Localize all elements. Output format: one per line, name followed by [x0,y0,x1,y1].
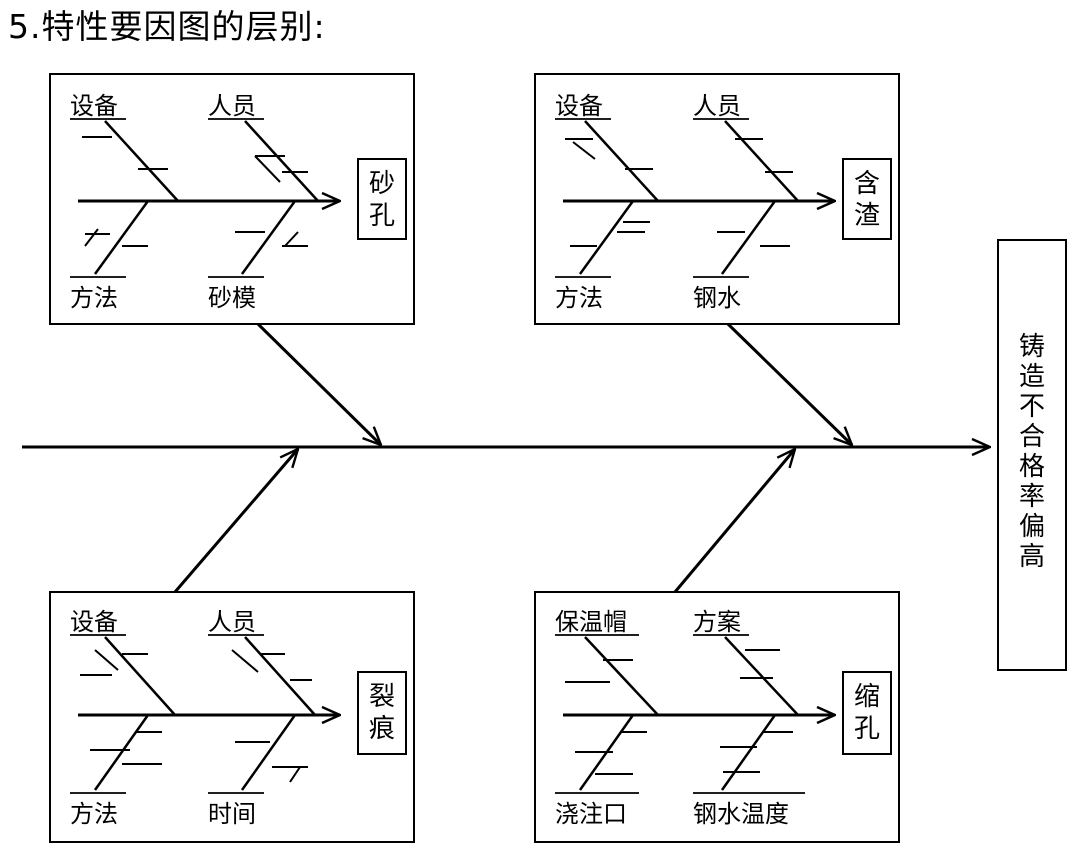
cause-label-bottom-right: 钢水 [693,284,741,312]
bone-bottom-right [720,200,777,275]
main-effect-label: 铸造不合格率偏高 [1019,332,1045,572]
sub-effect-box [842,158,892,240]
twig [84,228,99,247]
sub-effect-label: 含 [854,169,880,199]
sub-effect-label: 孔 [854,714,880,744]
twig [94,649,119,671]
bone-top-left [104,636,176,716]
main-effect-text: 铸造不合格率偏高 [1019,332,1045,572]
twig [284,231,299,247]
sub-diagram-shrinkage: 保温帽 方案 浇注口 钢水温度 缩 孔 [534,591,900,843]
sub-diagram-frame [534,73,900,325]
sub-effect-label: 裂 [369,682,395,712]
sub-effect-label: 缩 [854,682,880,712]
bone-top-right [724,636,799,716]
sub-diagram-sand-hole: 设备 人员 方法 砂模 砂 孔 [49,73,415,325]
bone-top-left [104,120,179,202]
cause-label-bottom-left: 方法 [555,284,603,312]
cause-label-top-right: 方案 [693,608,741,636]
connector-arrow-shrinkage [673,449,795,593]
sub-effect-label: 渣 [854,201,880,231]
sub-diagram-frame [49,73,415,325]
sub-diagram-frame [49,591,415,843]
connector-arrow-slag [726,322,852,445]
cause-label-bottom-right: 钢水温度 [693,800,789,828]
cause-label-top-left: 设备 [70,608,118,636]
main-effect-box [997,239,1067,671]
sub-effect-box [357,158,407,240]
twig [289,766,301,783]
bone-bottom-left [93,200,150,275]
cause-label-bottom-right: 砂模 [208,284,256,312]
sub-effect-label: 砂 [369,169,395,199]
bone-bottom-right [720,714,777,791]
bone-bottom-right [240,714,297,791]
sub-effect-label: 孔 [369,201,395,231]
bone-top-right [724,120,799,202]
bone-bottom-right [240,200,297,275]
sub-effect-box [842,671,892,755]
sub-diagram-frame [534,591,900,843]
sub-diagram-crack: 设备 人员 方法 时间 裂 痕 [49,591,415,843]
cause-label-top-left: 设备 [70,92,118,120]
twig [231,649,259,673]
cause-label-top-right: 人员 [208,92,256,120]
cause-label-top-left: 保温帽 [555,608,627,636]
bone-top-left [584,120,659,202]
sub-effect-label: 痕 [369,714,395,744]
twig [572,141,596,160]
connector-arrow-sand-hole [256,322,381,445]
bone-top-right [244,636,316,716]
cause-label-top-right: 人员 [693,92,741,120]
page-heading: 5.特性要因图的层别: [8,7,326,46]
connector-arrow-crack [173,449,298,593]
sub-effect-box [357,671,407,755]
twig [254,155,281,183]
bone-top-right [244,120,319,202]
sub-diagram-slag: 设备 人员 方法 钢水 含 渣 [534,73,900,325]
cause-label-top-right: 人员 [208,608,256,636]
cause-label-bottom-left: 浇注口 [555,800,627,828]
cause-label-bottom-left: 方法 [70,800,118,828]
bone-top-left [584,636,659,716]
cause-label-bottom-right: 时间 [208,800,256,828]
bone-bottom-left [93,714,150,791]
bone-bottom-left [578,200,635,275]
cause-label-top-left: 设备 [555,92,603,120]
cause-label-bottom-left: 方法 [70,284,118,312]
